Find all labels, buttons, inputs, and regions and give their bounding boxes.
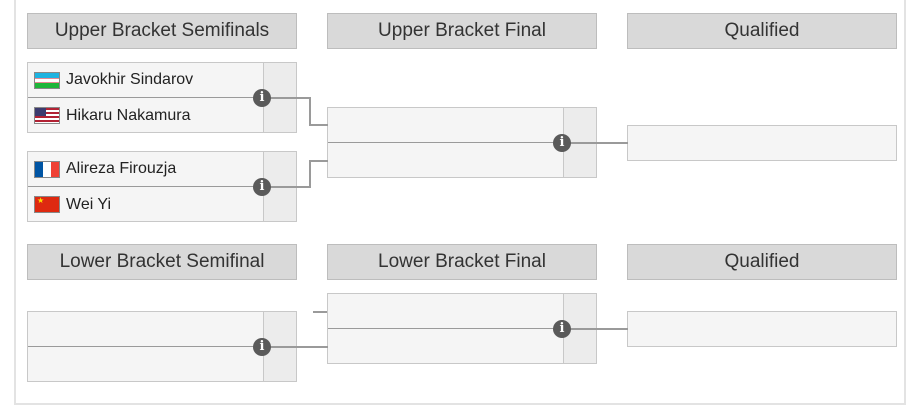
bracket-connector: [309, 160, 311, 188]
bracket-connector: [562, 328, 628, 330]
bracket-connector: [562, 142, 628, 144]
bracket-connector: [309, 160, 328, 162]
info-icon[interactable]: i: [553, 320, 571, 338]
player-name[interactable]: Hikaru Nakamura: [66, 106, 191, 124]
header-upper-qualified: Qualified: [627, 13, 897, 49]
header-upper-bracket-final: Upper Bracket Final: [327, 13, 597, 49]
info-icon[interactable]: i: [253, 338, 271, 356]
player-slot[interactable]: [28, 347, 264, 382]
bracket-connector: [262, 97, 310, 99]
header-lower-bracket-semifinal: Lower Bracket Semifinal: [27, 244, 297, 280]
player-slot[interactable]: [328, 108, 564, 143]
bracket-connector: [262, 186, 310, 188]
player-name[interactable]: Wei Yi: [66, 195, 112, 213]
header-lower-bracket-final: Lower Bracket Final: [327, 244, 597, 280]
player-slot[interactable]: [28, 312, 264, 347]
info-icon[interactable]: i: [553, 134, 571, 152]
upper-semifinal-match-2[interactable]: Alireza Firouzja ★ Wei Yi: [27, 151, 297, 222]
info-icon[interactable]: i: [253, 89, 271, 107]
lower-final-match[interactable]: [327, 293, 597, 364]
player-slot[interactable]: ★ Wei Yi: [28, 187, 264, 222]
player-slot[interactable]: Hikaru Nakamura: [28, 98, 264, 133]
uzbekistan-flag-icon: [34, 71, 60, 89]
france-flag-icon: [34, 160, 60, 178]
player-slot[interactable]: [328, 143, 564, 178]
bracket-connector: [313, 311, 327, 313]
upper-qualified-slot[interactable]: [627, 125, 897, 161]
lower-semifinal-match[interactable]: [27, 311, 297, 382]
china-flag-icon: ★: [34, 196, 60, 213]
player-slot[interactable]: [328, 329, 564, 364]
header-upper-bracket-semifinals: Upper Bracket Semifinals: [27, 13, 297, 49]
upper-semifinal-match-1[interactable]: Javokhir Sindarov Hikaru Nakamura: [27, 62, 297, 133]
usa-flag-icon: [34, 107, 60, 124]
player-name[interactable]: Javokhir Sindarov: [66, 71, 194, 88]
player-slot[interactable]: Javokhir Sindarov: [28, 63, 264, 98]
upper-final-match[interactable]: [327, 107, 597, 178]
header-lower-qualified: Qualified: [627, 244, 897, 280]
player-name[interactable]: Alireza Firouzja: [66, 160, 177, 177]
player-slot[interactable]: Alireza Firouzja: [28, 152, 264, 187]
bracket-connector: [309, 97, 311, 125]
bracket-connector: [309, 124, 328, 126]
bracket-connector: [262, 346, 328, 348]
player-slot[interactable]: [328, 294, 564, 329]
lower-qualified-slot[interactable]: [627, 311, 897, 347]
info-icon[interactable]: i: [253, 178, 271, 196]
